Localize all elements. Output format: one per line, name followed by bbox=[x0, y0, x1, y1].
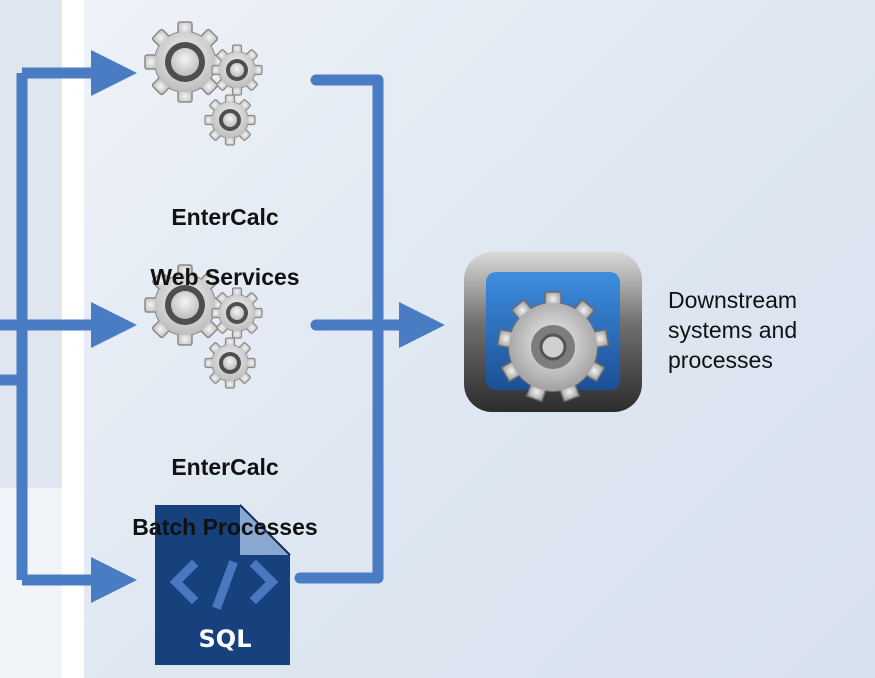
web-services-label: EnterCalc Web Services bbox=[110, 172, 340, 322]
downstream-label: Downstream systems and processes bbox=[668, 287, 798, 373]
connector-merge-lines bbox=[294, 74, 445, 584]
batch-processes-label: EnterCalc Batch Processes bbox=[90, 422, 360, 572]
web-services-line1: EnterCalc bbox=[171, 204, 279, 230]
sql-document-icon bbox=[155, 504, 291, 665]
settings-app-icon bbox=[464, 252, 642, 412]
batch-processes-line2: Batch Processes bbox=[132, 514, 318, 540]
web-services-line2: Web Services bbox=[150, 264, 300, 290]
sql-badge-label: SQL bbox=[198, 625, 252, 653]
gears-icon bbox=[144, 21, 263, 146]
divider-strip bbox=[62, 0, 84, 678]
batch-processes-line1: EnterCalc bbox=[171, 454, 279, 480]
connector-feed-lines bbox=[0, 49, 137, 604]
